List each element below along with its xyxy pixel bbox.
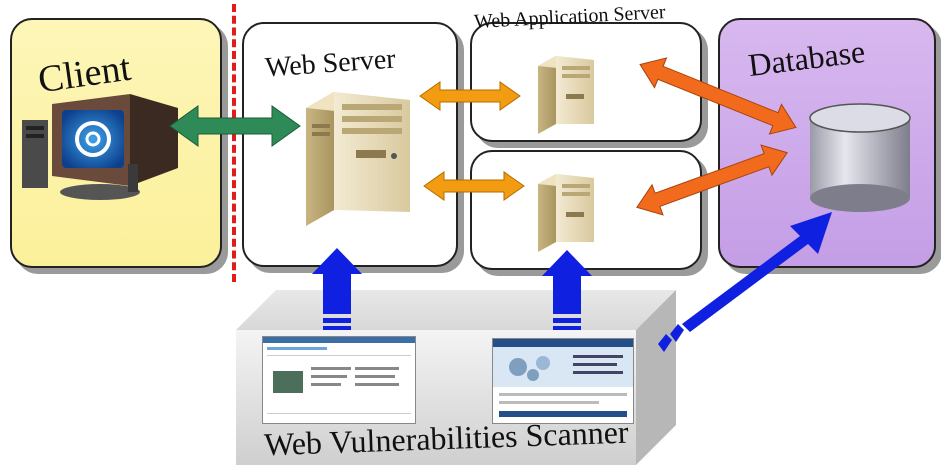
scanner-appserver-arrow bbox=[542, 250, 592, 330]
client-webserver-arrow bbox=[169, 105, 301, 147]
appserver-machine-icon-top bbox=[538, 56, 594, 134]
appserver-machine-icon-bottom bbox=[538, 174, 594, 252]
webserver-appserver-top-arrow bbox=[419, 81, 521, 111]
scanner-screenshot-left bbox=[262, 336, 416, 424]
scanner-webserver-arrow bbox=[312, 248, 362, 330]
database-cylinder-icon bbox=[809, 103, 911, 212]
scanner-database-arrow bbox=[658, 212, 832, 352]
appserver-database-top-arrow bbox=[639, 57, 797, 135]
webserver-appserver-bottom-arrow bbox=[423, 171, 525, 201]
network-boundary-divider bbox=[232, 4, 236, 282]
appserver-database-bottom-arrow bbox=[636, 144, 788, 216]
webserver-machine-icon bbox=[306, 92, 410, 226]
client-computer-icon bbox=[22, 94, 178, 200]
scanner-screenshot-right bbox=[492, 338, 634, 424]
